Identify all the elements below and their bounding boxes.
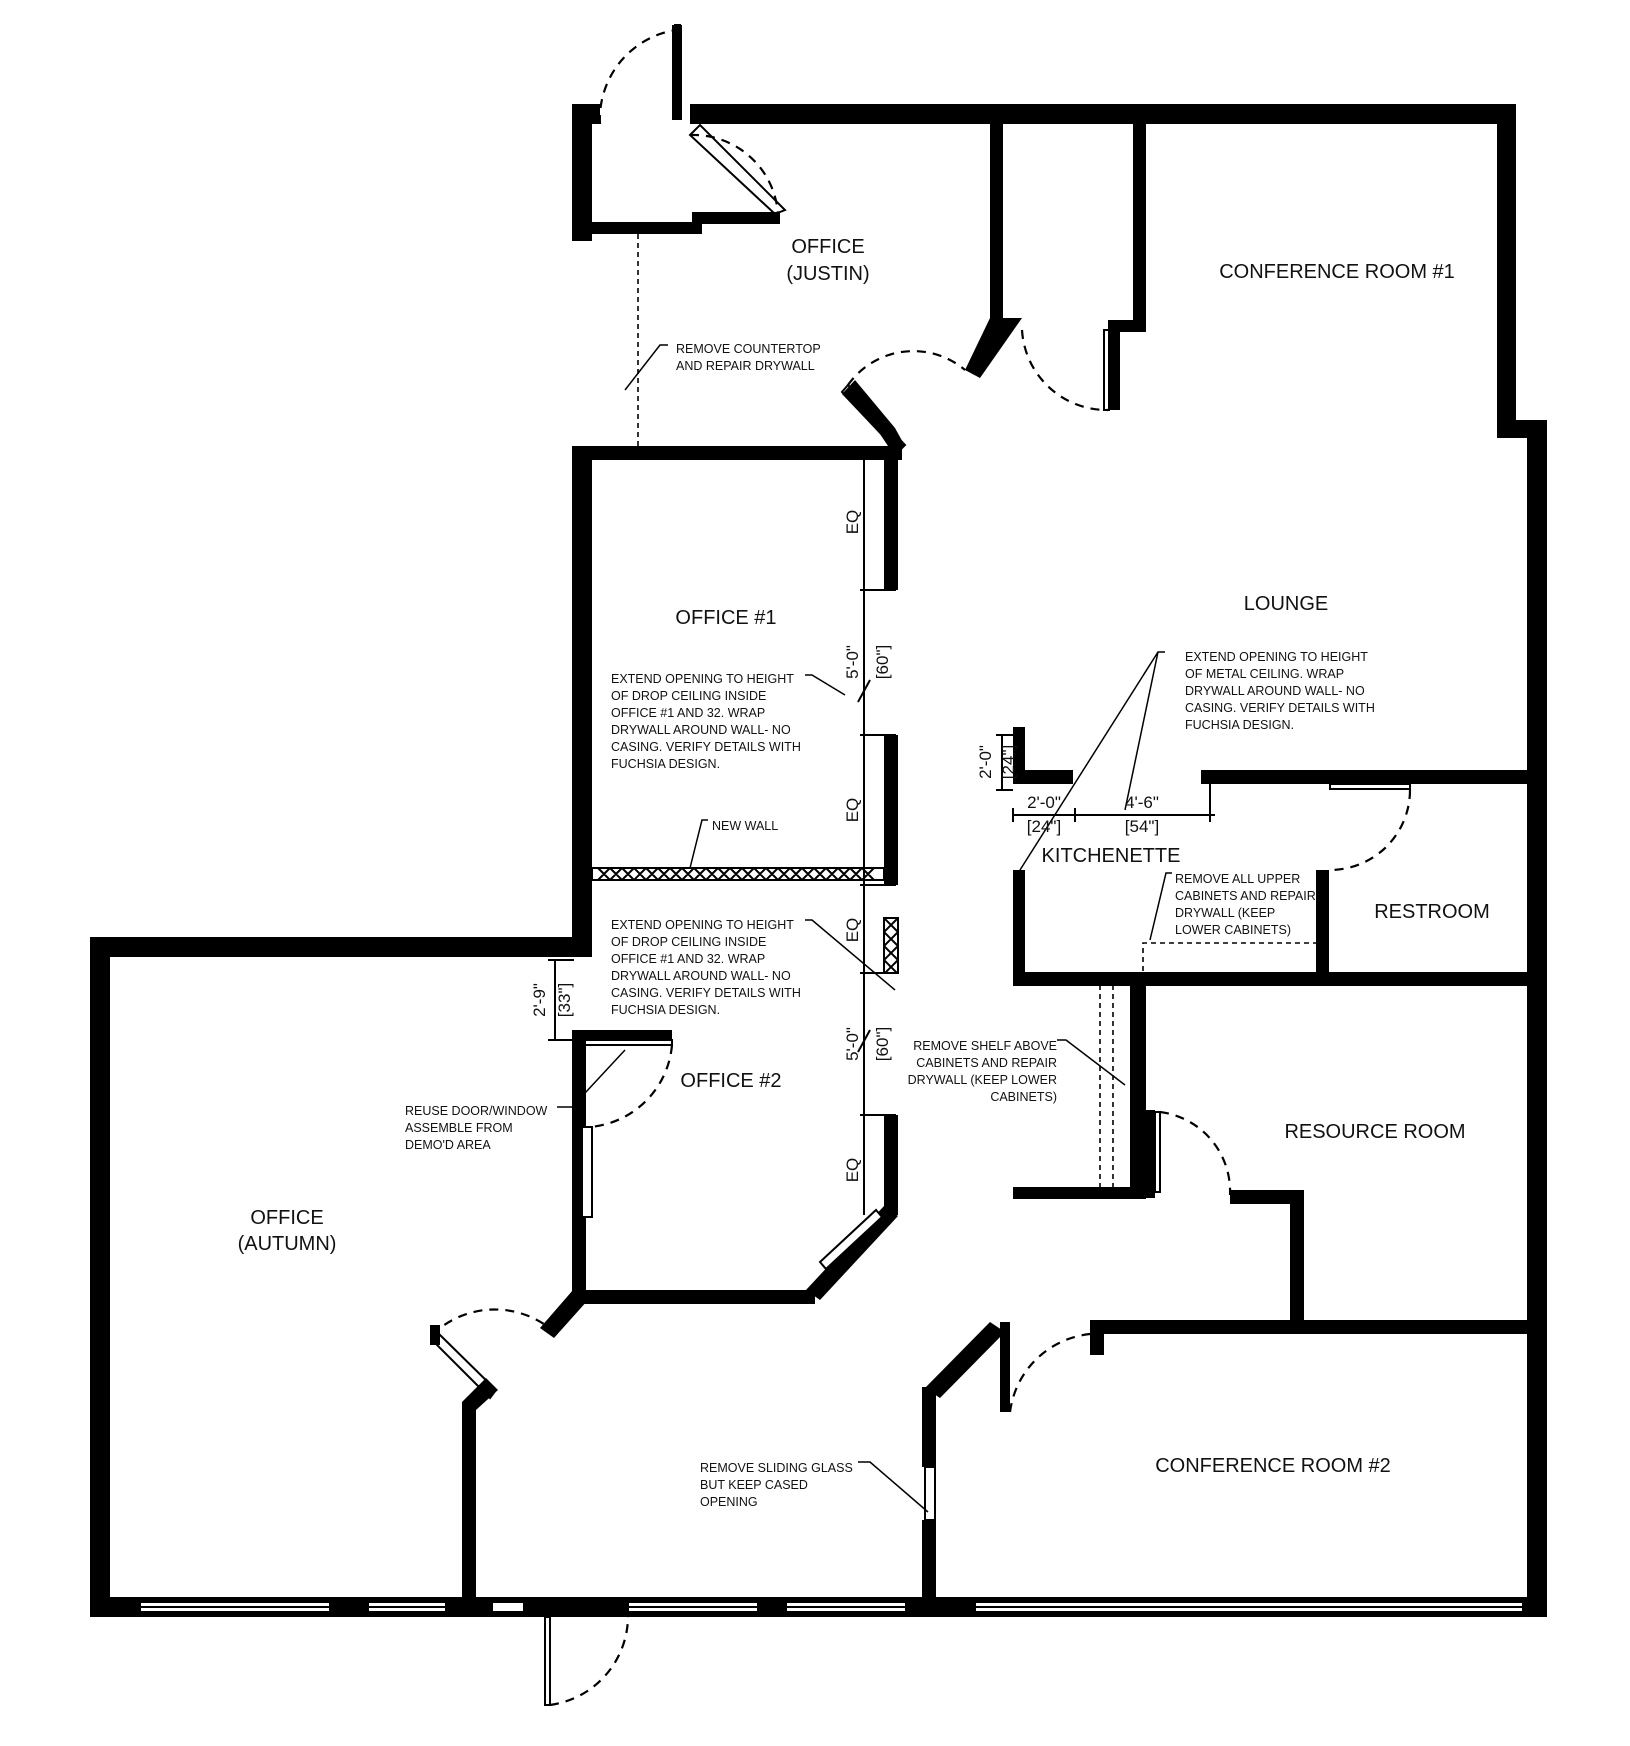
svg-text:EXTEND OPENING TO HEIGHT: EXTEND OPENING TO HEIGHT (611, 672, 794, 686)
svg-text:OF DROP CEILING INSIDE: OF DROP CEILING INSIDE (611, 689, 766, 703)
room-label-office-1: OFFICE #1 (675, 607, 776, 629)
dim-sixty-in-1: [60"] (873, 645, 892, 679)
doors (430, 24, 1412, 1707)
svg-text:CASING. VERIFY DETAILS WITH: CASING. VERIFY DETAILS WITH (1185, 701, 1375, 715)
svg-text:OFFICE #1 AND 32. WRAP: OFFICE #1 AND 32. WRAP (611, 706, 765, 720)
dim-33: [33"] (555, 983, 574, 1017)
svg-text:CASING. VERIFY DETAILS WITH: CASING. VERIFY DETAILS WITH (611, 986, 801, 1000)
svg-text:DRYWALL (KEEP: DRYWALL (KEEP (1175, 906, 1275, 920)
svg-text:DRYWALL AROUND WALL- NO: DRYWALL AROUND WALL- NO (611, 723, 791, 737)
dim-four-six: 4'-6" (1125, 793, 1159, 812)
svg-text:CASING. VERIFY DETAILS WITH: CASING. VERIFY DETAILS WITH (611, 740, 801, 754)
svg-text:CABINETS AND REPAIR: CABINETS AND REPAIR (1175, 889, 1316, 903)
room-labels: OFFICE (JUSTIN) CONFERENCE ROOM #1 OFFIC… (238, 236, 1490, 1477)
room-label-conference-1: CONFERENCE ROOM #1 (1219, 261, 1455, 283)
dim-eq-3: EQ (843, 918, 862, 943)
svg-text:ASSEMBLE FROM: ASSEMBLE FROM (405, 1121, 513, 1135)
svg-text:REMOVE COUNTERTOP: REMOVE COUNTERTOP (676, 342, 821, 356)
interior-walls (430, 124, 1529, 1612)
svg-text:EXTEND OPENING TO HEIGHT: EXTEND OPENING TO HEIGHT (1185, 650, 1368, 664)
note-upper-cabinets: REMOVE ALL UPPER CABINETS AND REPAIR DRY… (1175, 872, 1316, 937)
svg-text:REMOVE SLIDING GLASS: REMOVE SLIDING GLASS (700, 1461, 853, 1475)
room-label-office-justin: OFFICE (791, 236, 864, 258)
dim-54: [54"] (1125, 817, 1159, 836)
svg-text:OPENING: OPENING (700, 1495, 758, 1509)
room-label-office-2: OFFICE #2 (680, 1070, 781, 1092)
dim-two-ft: 2'-0" (1027, 793, 1061, 812)
dimension-labels: EQ 5'-0" [60"] EQ EQ 5'-0" [60"] EQ 2'-0… (530, 510, 1159, 1183)
note-office2-opening: EXTEND OPENING TO HEIGHT OF DROP CEILING… (611, 918, 801, 1017)
svg-text:NEW WALL: NEW WALL (712, 819, 778, 833)
leader-lines (557, 344, 1172, 1513)
svg-text:CABINETS): CABINETS) (990, 1090, 1057, 1104)
room-label-kitchenette: KITCHENETTE (1042, 845, 1181, 867)
note-shelf: REMOVE SHELF ABOVE CABINETS AND REPAIR D… (908, 1039, 1057, 1104)
dim-two-ft-vertical: 2'-0" (976, 745, 995, 779)
svg-text:OF METAL CEILING. WRAP: OF METAL CEILING. WRAP (1185, 667, 1344, 681)
svg-text:OF DROP CEILING INSIDE: OF DROP CEILING INSIDE (611, 935, 766, 949)
svg-text:REMOVE SHELF ABOVE: REMOVE SHELF ABOVE (913, 1039, 1057, 1053)
svg-text:DRYWALL AROUND WALL- NO: DRYWALL AROUND WALL- NO (611, 969, 791, 983)
windows (139, 1126, 1524, 1613)
svg-text:FUCHSIA DESIGN.: FUCHSIA DESIGN. (1185, 718, 1294, 732)
note-lounge-opening: EXTEND OPENING TO HEIGHT OF METAL CEILIN… (1185, 650, 1375, 732)
dim-eq-1: EQ (843, 510, 862, 535)
note-office1-opening: EXTEND OPENING TO HEIGHT OF DROP CEILING… (611, 672, 801, 771)
svg-text:REUSE DOOR/WINDOW: REUSE DOOR/WINDOW (405, 1104, 548, 1118)
svg-text:EXTEND OPENING TO HEIGHT: EXTEND OPENING TO HEIGHT (611, 918, 794, 932)
svg-text:FUCHSIA DESIGN.: FUCHSIA DESIGN. (611, 757, 720, 771)
svg-text:LOWER CABINETS): LOWER CABINETS) (1175, 923, 1291, 937)
svg-text:AND REPAIR DRYWALL: AND REPAIR DRYWALL (676, 359, 815, 373)
room-label-resource-room: RESOURCE ROOM (1284, 1121, 1465, 1143)
room-label-conference-2: CONFERENCE ROOM #2 (1155, 1455, 1391, 1477)
note-reuse-door: REUSE DOOR/WINDOW ASSEMBLE FROM DEMO'D A… (405, 1104, 548, 1152)
note-sliding-glass: REMOVE SLIDING GLASS BUT KEEP CASED OPEN… (700, 1461, 853, 1509)
svg-text:REMOVE ALL UPPER: REMOVE ALL UPPER (1175, 872, 1300, 886)
room-label-lounge: LOUNGE (1244, 593, 1328, 615)
svg-text:FUCHSIA DESIGN.: FUCHSIA DESIGN. (611, 1003, 720, 1017)
room-label-office-autumn-name: (AUTUMN) (238, 1233, 337, 1255)
svg-text:BUT KEEP CASED: BUT KEEP CASED (700, 1478, 808, 1492)
svg-text:OFFICE #1 AND 32. WRAP: OFFICE #1 AND 32. WRAP (611, 952, 765, 966)
dimension-lines (548, 455, 1215, 1215)
new-wall (591, 867, 899, 974)
dim-two-nine: 2'-9" (530, 983, 549, 1017)
dim-24: [24"] (1027, 817, 1061, 836)
dim-eq-4: EQ (843, 1158, 862, 1183)
dim-24-vertical: [24"] (999, 745, 1018, 779)
room-label-office-justin-name: (JUSTIN) (786, 263, 869, 285)
dim-five-ft-2: 5'-0" (843, 1027, 862, 1061)
svg-text:CABINETS AND REPAIR: CABINETS AND REPAIR (916, 1056, 1057, 1070)
note-remove-countertop: REMOVE COUNTERTOP AND REPAIR DRYWALL (676, 342, 821, 373)
note-new-wall: NEW WALL (712, 819, 778, 833)
dim-five-ft-1: 5'-0" (843, 645, 862, 679)
cabinet-outlines (637, 234, 1316, 1187)
svg-text:DEMO'D AREA: DEMO'D AREA (405, 1138, 491, 1152)
dim-eq-2: EQ (843, 798, 862, 823)
dim-sixty-in-2: [60"] (873, 1027, 892, 1061)
room-label-restroom: RESTROOM (1374, 901, 1490, 923)
room-label-office-autumn: OFFICE (250, 1207, 323, 1229)
svg-text:DRYWALL AROUND WALL- NO: DRYWALL AROUND WALL- NO (1185, 684, 1365, 698)
svg-text:DRYWALL (KEEP LOWER: DRYWALL (KEEP LOWER (908, 1073, 1057, 1087)
